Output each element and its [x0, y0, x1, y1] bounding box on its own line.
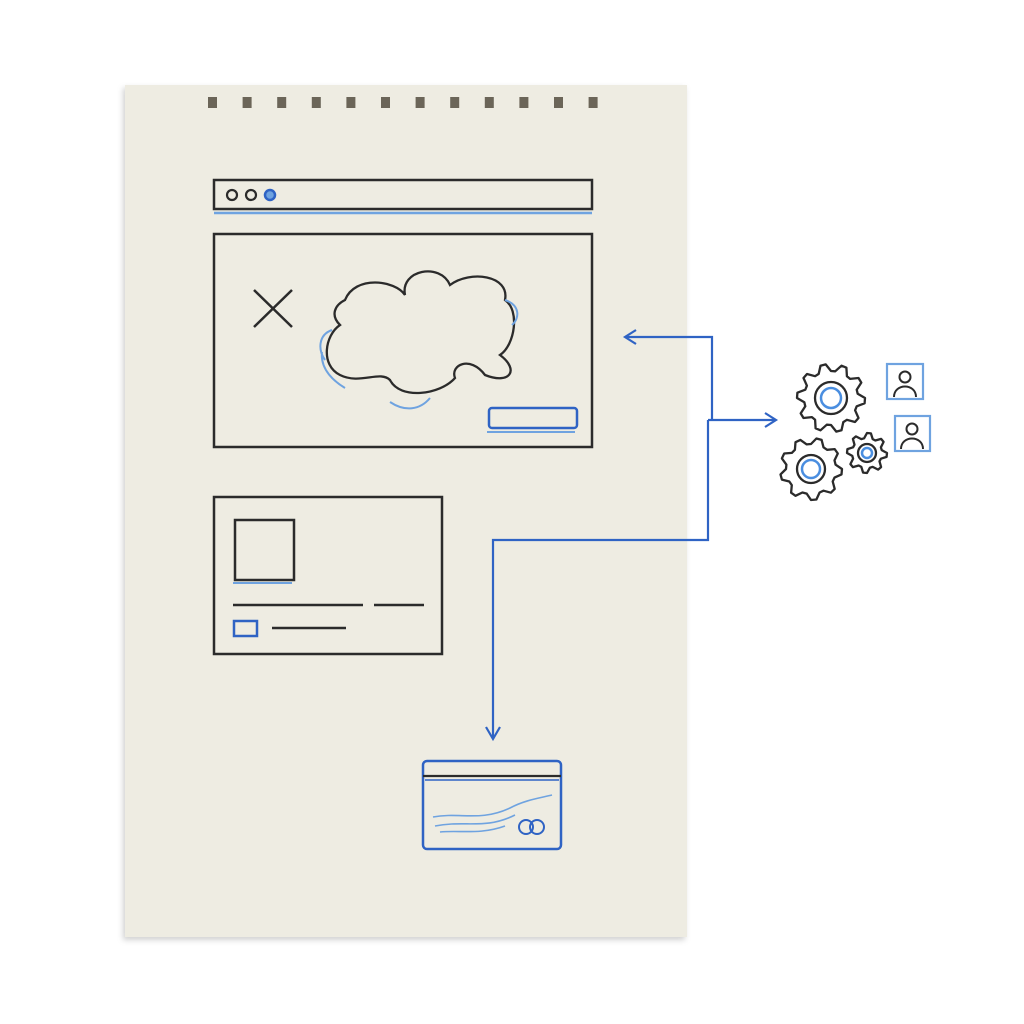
circle-icon-active	[263, 188, 277, 202]
flow-arrows	[485, 329, 779, 742]
spiral-hole	[484, 97, 494, 108]
gear-icon	[779, 437, 844, 502]
spiral-hole	[346, 97, 356, 108]
notepad-paper	[125, 85, 687, 937]
spiral-hole	[519, 97, 529, 108]
spiral-holes	[208, 97, 598, 108]
x-icon	[253, 289, 293, 328]
user-icon	[893, 414, 932, 453]
spiral-hole	[381, 97, 390, 108]
spiral-hole	[588, 97, 598, 108]
gear-icon	[845, 431, 889, 475]
action-button[interactable]	[487, 406, 579, 430]
spiral-hole	[311, 97, 321, 108]
checkbox[interactable]	[232, 619, 259, 638]
spiral-hole	[242, 97, 252, 108]
gear-icon	[795, 363, 867, 433]
user-icon	[885, 362, 925, 401]
spiral-hole	[415, 97, 425, 108]
arrow-left	[625, 335, 714, 420]
circle-icon	[225, 188, 239, 202]
browser-address-bar	[212, 178, 594, 215]
main-window-panel	[212, 232, 594, 449]
image-placeholder	[233, 518, 296, 582]
spiral-hole	[277, 97, 287, 108]
spiral-hole	[208, 97, 217, 108]
spiral-hole	[450, 97, 460, 108]
cloud-scribble-icon	[325, 270, 516, 395]
profile-card-panel	[212, 495, 444, 656]
credit-card-icon	[421, 759, 563, 851]
gears-group	[779, 363, 889, 502]
arrow-down	[491, 420, 710, 738]
spiral-hole	[554, 97, 563, 108]
circle-icon	[244, 188, 258, 202]
